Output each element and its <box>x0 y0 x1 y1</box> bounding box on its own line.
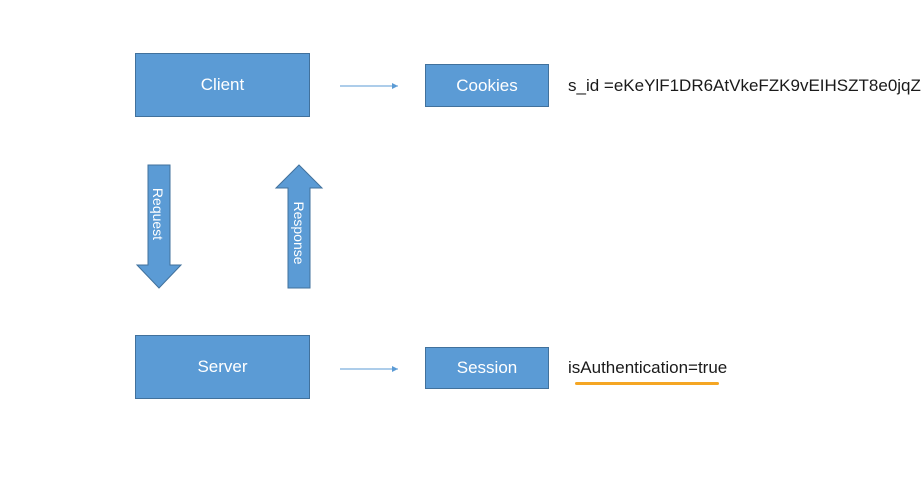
cookies-box: Cookies <box>425 64 549 107</box>
request-arrow: Request <box>135 164 183 289</box>
server-box: Server <box>135 335 310 399</box>
request-label: Request <box>150 188 166 240</box>
cookies-label: Cookies <box>456 75 518 95</box>
session-value-highlight-underline <box>575 382 719 385</box>
client-label: Client <box>200 75 245 94</box>
client-box: Client <box>135 53 310 117</box>
cookie-value-text: s_id =eKeYlF1DR6AtVkeFZK9vEIHSZT8e0jqZ <box>568 76 921 95</box>
session-label: Session <box>456 358 518 377</box>
response-arrow: Response <box>274 164 324 289</box>
session-box: Session <box>425 347 549 389</box>
session-value-text: isAuthentication=true <box>568 358 728 377</box>
server-label: Server <box>197 357 248 376</box>
response-label: Response <box>291 201 307 264</box>
